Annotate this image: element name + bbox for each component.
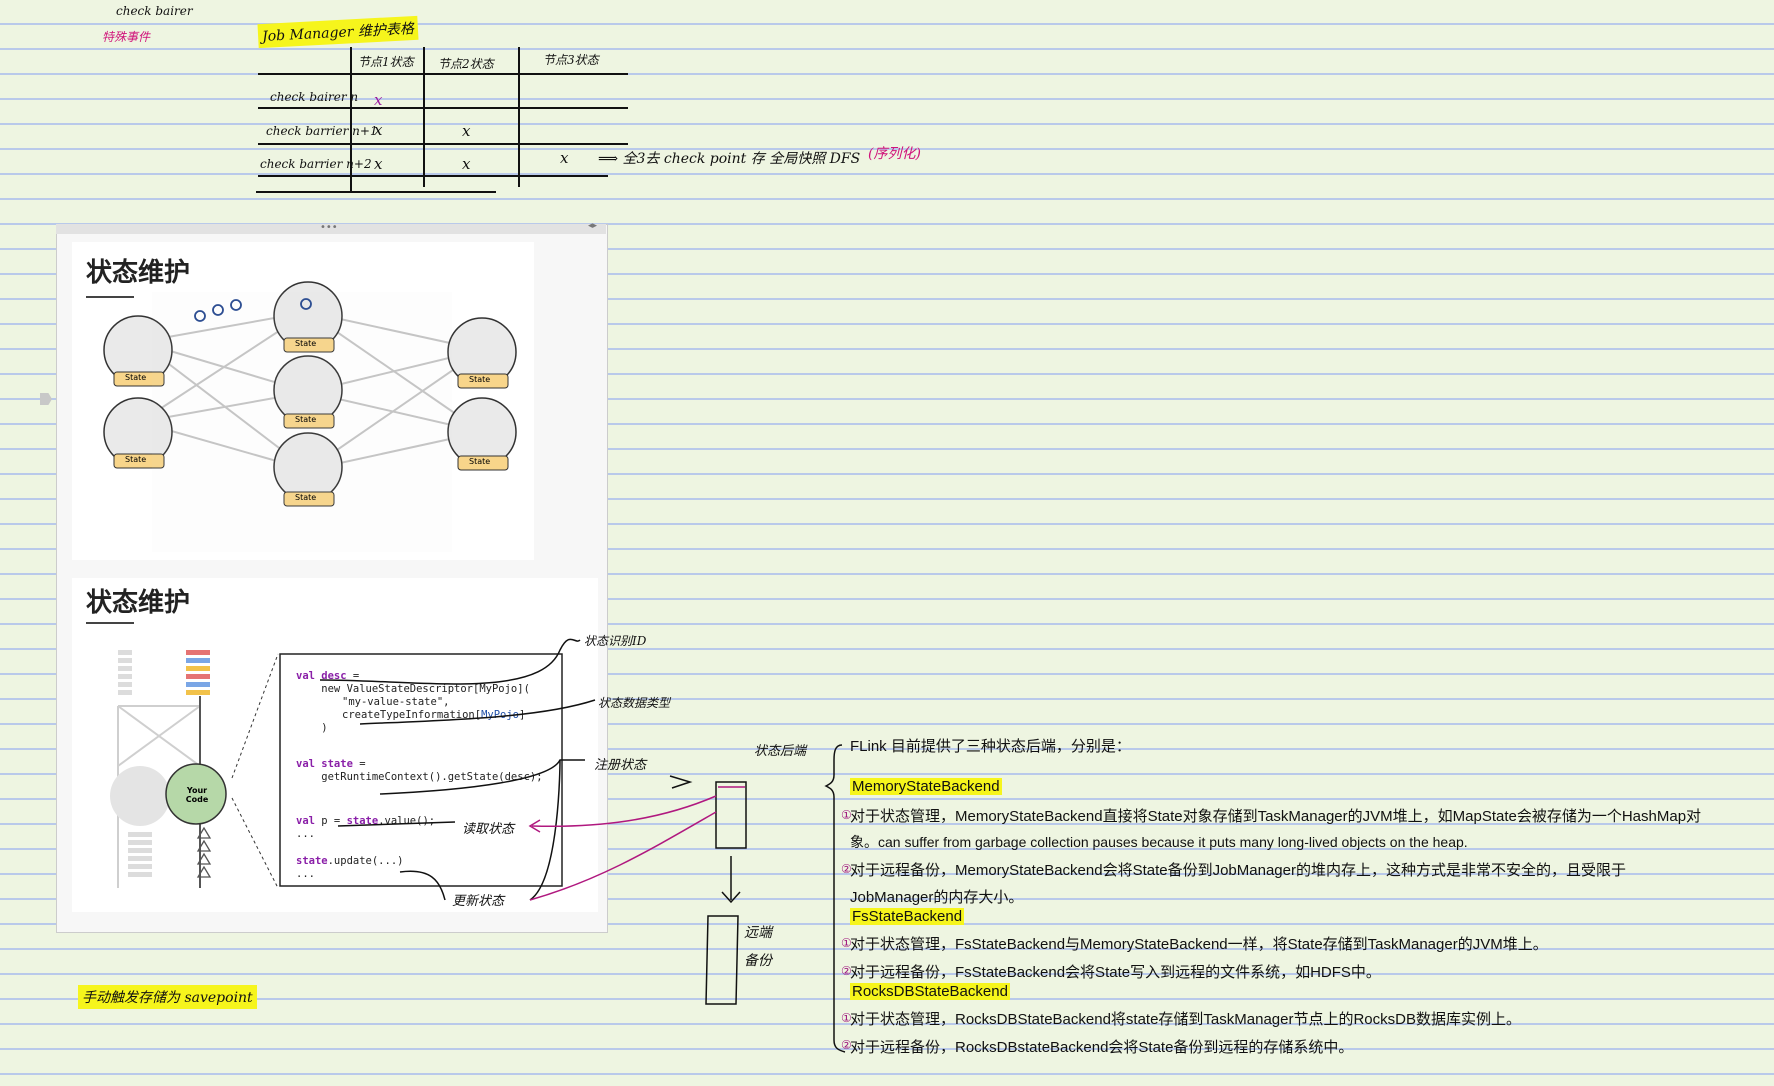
jm-mark: x [462,155,471,173]
fs-backend-title: FsStateBackend [850,908,965,925]
state-topology-diagram [103,281,517,552]
state-backend-label: 状态后端 [754,744,807,759]
drag-handle-icon[interactable]: ••• [320,222,338,233]
point-marker-icon: ② [841,1038,852,1052]
state-label: State [295,493,317,502]
state-id-label: 状态识别ID [584,634,647,648]
operator-diagram [110,650,563,889]
fs-backend-point-2: 对于远程备份，FsStateBackend会将State写入到远程的文件系统，如… [850,964,1381,981]
memory-backend-point-1: 对于状态管理，MemoryStateBackend直接将State对象存储到Ta… [850,808,1702,825]
state-label: State [295,339,317,348]
state-label: State [125,455,147,464]
jm-mark: x [462,122,471,140]
check-bairer-note: check bairer [116,4,193,18]
slide-title: 状态维护 [86,258,191,288]
code-line: new ValueStateDescriptor[MyPojo]( [296,683,530,695]
manual-savepoint-note: 手动触发存储为 savepoint [78,985,257,1009]
jm-row-label: check barrier n+2 [260,157,372,171]
code-line: val state = [296,758,366,770]
pdf-toolbar[interactable]: ••• ◂▸ [56,221,606,234]
state-label: State [469,375,491,384]
jm-row-label: check barrier n+1 [266,124,378,138]
jm-annotation-paren: (序列化) [868,146,921,162]
jobmanager-table: 节点1状态 节点2状态 节点3状态 check bairer n x check… [256,45,628,195]
jm-row-label: check bairer n [270,90,359,104]
jm-mark: x [374,121,383,139]
page-marker-icon[interactable] [40,393,52,405]
read-state-label: 读取状态 [462,822,515,837]
slide-state-maintenance-2: 状态维护 Your Code val desc = new Val [72,578,598,912]
jm-mark: x [374,91,383,109]
memory-backend-point-2b: JobManager的内存大小。 [850,889,1024,906]
your-code-label: Your Code [185,786,209,804]
remote-backup-label: 远端 [744,925,772,941]
jm-header-node2: 节点2状态 [438,57,494,71]
rocksdb-backend-point-2: 对于远程备份，RocksDBstateBackend会将State备份到远程的存… [850,1039,1354,1056]
state-label: State [295,415,317,424]
code-line: val p = state.value(); [296,815,436,827]
backends-intro: FLink 目前提供了三种状态后端，分别是： [850,738,1131,755]
expand-icon[interactable]: ◂▸ [588,221,598,231]
slide-state-maintenance-1: 状态维护 State State State State State Sta [72,242,534,560]
rocksdb-backend-title: RocksDBStateBackend [850,983,1010,1000]
rocksdb-backend-point-1: 对于状态管理，RocksDBStateBackend将state存储到TaskM… [850,1011,1521,1028]
register-state-label: 注册状态 [594,758,647,773]
remote-backup-label: 备份 [744,953,772,969]
code-line: getRuntimeContext().getState(desc); [296,771,543,783]
code-line: ) [296,722,328,734]
code-line: val desc = [296,670,360,682]
code-line: ... [296,828,315,840]
memory-backend-point-2: 对于远程备份，MemoryStateBackend会将State备份到JobMa… [850,862,1626,879]
special-event-note: 特殊事件 [102,30,151,44]
memory-backend-title: MemoryStateBackend [850,778,1002,795]
jm-header-node3: 节点3状态 [543,53,599,67]
memory-backend-point-1b: 象。can suffer from garbage collection pau… [850,834,1468,850]
state-type-label: 状态数据类型 [598,696,671,710]
point-marker-icon: ① [841,936,852,950]
fs-backend-point-1: 对于状态管理，FsStateBackend与MemoryStateBackend… [850,936,1548,953]
point-marker-icon: ② [841,862,852,876]
point-marker-icon: ① [841,1011,852,1025]
code-line: state.update(...) [296,855,404,867]
jm-header-node1: 节点1状态 [358,55,414,69]
state-label: State [125,373,147,382]
code-line: createTypeInformation[MyPojo] [342,709,526,721]
point-marker-icon: ② [841,964,852,978]
update-state-label: 更新状态 [452,894,505,909]
state-label: State [469,457,491,466]
jm-mark: x [560,149,569,167]
point-marker-icon: ① [841,808,852,822]
jm-mark: x [374,155,383,173]
jm-annotation: ⟹ 全3去 check point 存 全局快照 DFS [598,151,861,167]
code-line: ... [296,868,315,880]
code-line: "my-value-state", [342,696,450,708]
slide-title: 状态维护 [86,588,191,618]
